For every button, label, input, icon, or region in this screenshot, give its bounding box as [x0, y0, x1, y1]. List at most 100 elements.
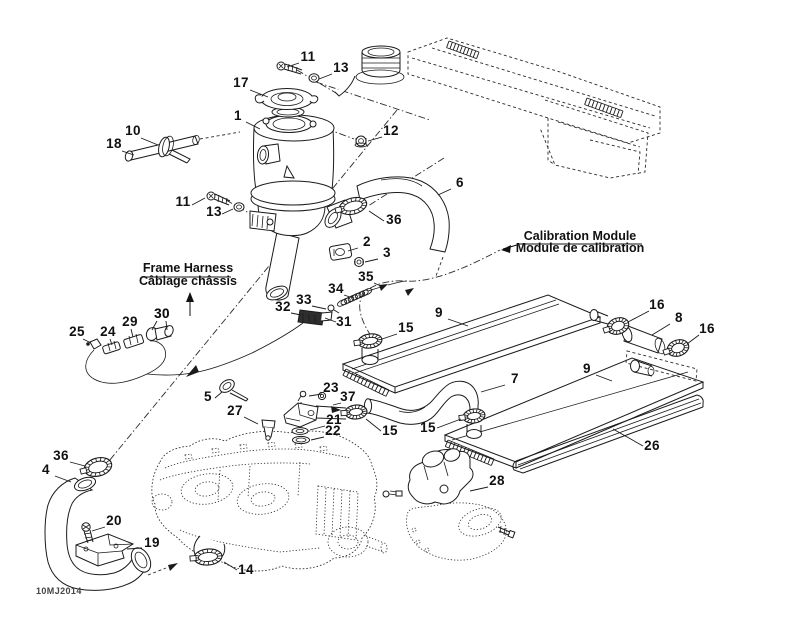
part-callout-13: 13 — [333, 60, 349, 75]
part-callout-29: 29 — [122, 314, 138, 329]
part-callout-35: 35 — [358, 269, 374, 284]
part-callout-13: 13 — [206, 204, 222, 219]
hose-clamp-15a — [353, 333, 383, 349]
hose-clamp-36a — [334, 196, 368, 216]
leader-line-14 — [223, 561, 238, 571]
part-callout-15: 15 — [382, 423, 398, 438]
leader-line-9 — [447, 318, 469, 327]
leader-line-32 — [290, 312, 302, 316]
hose-clamp-15c — [458, 408, 486, 424]
part-callout-30: 30 — [154, 306, 170, 321]
part-callout-28: 28 — [489, 473, 505, 488]
part-callout-36: 36 — [386, 212, 402, 227]
leader-line-36 — [69, 461, 86, 467]
radiator-panel-upper — [341, 294, 609, 397]
tee-fitting-30 — [145, 325, 174, 341]
part-callout-30: 30 — [154, 306, 170, 321]
harness-connector-cluster — [86, 325, 174, 355]
leader-line-21 — [309, 425, 326, 431]
leader-line-3 — [364, 258, 379, 263]
washer-13-left — [233, 202, 245, 212]
leader-line-13 — [318, 73, 333, 80]
bolt-11-top — [276, 61, 303, 75]
leader-line-17 — [249, 89, 269, 98]
part-callout-1: 1 — [234, 108, 242, 123]
radiator-panel-lower — [443, 350, 705, 469]
part-callout-11: 11 — [175, 194, 190, 209]
leader-line-12 — [367, 136, 383, 142]
bolt-11-left — [206, 191, 231, 206]
bolt-23 — [297, 390, 307, 402]
part-callout-10: 10 — [125, 123, 141, 138]
leader-line-24 — [109, 338, 113, 346]
leader-line-28 — [469, 486, 489, 492]
tank-vent-mark — [283, 164, 295, 179]
protector-strip — [512, 394, 704, 474]
nut-12 — [354, 135, 368, 148]
leader-line-30 — [165, 320, 168, 331]
part-callout-4: 4 — [42, 462, 50, 477]
oil-hose-6 — [356, 176, 450, 253]
hose-clamp-10 — [158, 135, 191, 164]
part-callout-33: 33 — [296, 292, 312, 307]
leader-line-29 — [130, 328, 134, 338]
hose-direction-arrow — [168, 563, 178, 571]
screw-20 — [81, 522, 94, 544]
vent-hose-assembly — [124, 135, 200, 164]
part-callout-19: 19 — [144, 535, 160, 550]
frame-harness-arrowhead — [186, 292, 194, 302]
leader-line-22 — [310, 436, 325, 441]
leader-line-36 — [368, 210, 385, 222]
support-bracket-19 — [75, 533, 135, 567]
leader-line-15 — [436, 418, 462, 429]
hose-clamp-16a — [602, 317, 630, 335]
grommet-2 — [328, 243, 353, 261]
leader-line-16 — [686, 334, 700, 345]
starter-housing — [327, 526, 369, 558]
radiator-core-ribs-upper — [342, 368, 390, 397]
tank-side-port — [256, 143, 281, 165]
part-callout-3: 3 — [383, 245, 391, 260]
part-callout-15: 15 — [420, 420, 436, 435]
part-callout-26: 26 — [644, 438, 660, 453]
part-callout-9: 9 — [583, 361, 591, 376]
leader-line-30 — [151, 320, 158, 331]
part-callout-5: 5 — [204, 389, 212, 404]
hose-clamp-14 — [189, 548, 223, 566]
console-filler-neck — [334, 45, 405, 97]
leader-line-13 — [221, 208, 234, 215]
leader-line-6 — [437, 188, 452, 196]
frame-harness-label-2: Câblage châssis — [139, 274, 237, 288]
part-callout-32: 32 — [275, 299, 291, 314]
frame-harness-wires — [85, 322, 304, 384]
radiator-port-upper-left — [361, 355, 379, 365]
part-callout-12: 12 — [383, 123, 399, 138]
part-callout-15: 15 — [398, 320, 414, 335]
leader-line-37 — [332, 402, 342, 406]
part-callout-21: 21 — [326, 412, 342, 427]
spring-wrap-34 — [336, 288, 373, 307]
leader-line-2 — [347, 247, 359, 252]
part-callout-2: 2 — [363, 234, 371, 249]
cable-tie — [219, 379, 249, 402]
leader-line-9 — [595, 374, 613, 382]
washer-13-top — [308, 73, 320, 83]
bracket-bolt — [382, 490, 403, 498]
clip-25 — [86, 338, 102, 350]
leader-line-33 — [311, 305, 327, 310]
calibration-route-arrow — [405, 288, 414, 296]
leader-line-25 — [82, 338, 92, 344]
part-callout-8: 8 — [675, 310, 683, 325]
calibration-harness — [297, 280, 408, 326]
oil-level-sensor — [261, 419, 276, 441]
leader-line-1 — [245, 121, 261, 130]
part-callout-36: 36 — [53, 448, 69, 463]
leader-line-35 — [373, 282, 384, 288]
part-callout-24: 24 — [100, 324, 116, 339]
part-callout-23: 23 — [323, 380, 339, 395]
calibration-module-label-1: Calibration Module — [524, 229, 637, 243]
part-callout-17: 17 — [233, 75, 249, 90]
frame-harness-route-arrow — [186, 365, 199, 377]
